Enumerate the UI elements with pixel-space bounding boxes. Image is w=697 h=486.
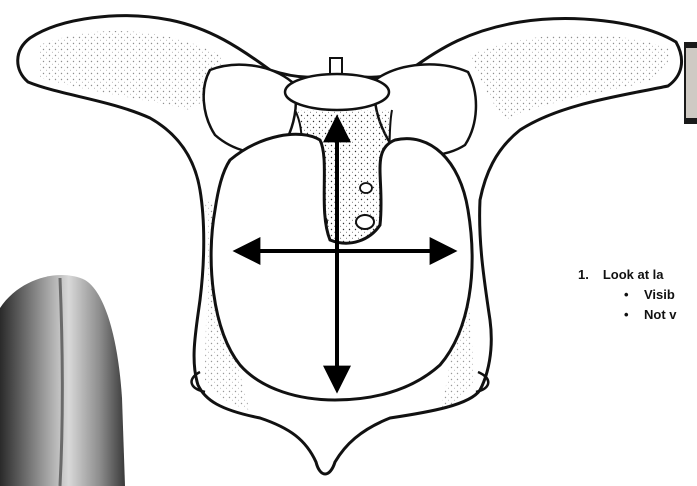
instruction-heading-row: 1. Look at la <box>578 265 697 285</box>
corner-image-fragment <box>684 42 697 124</box>
list-item: • Not v <box>624 305 697 325</box>
bullet-marker: • <box>624 305 628 325</box>
bullet-text: Visib <box>644 285 675 305</box>
list-item: • Visib <box>624 285 697 305</box>
bullet-text: Not v <box>644 305 677 325</box>
specimen-photo <box>0 268 125 486</box>
instruction-heading: Look at la <box>603 265 664 285</box>
list-number: 1. <box>578 265 589 285</box>
instructions-text: 1. Look at la • Visib • Not v <box>578 265 697 325</box>
bullet-marker: • <box>624 285 628 305</box>
